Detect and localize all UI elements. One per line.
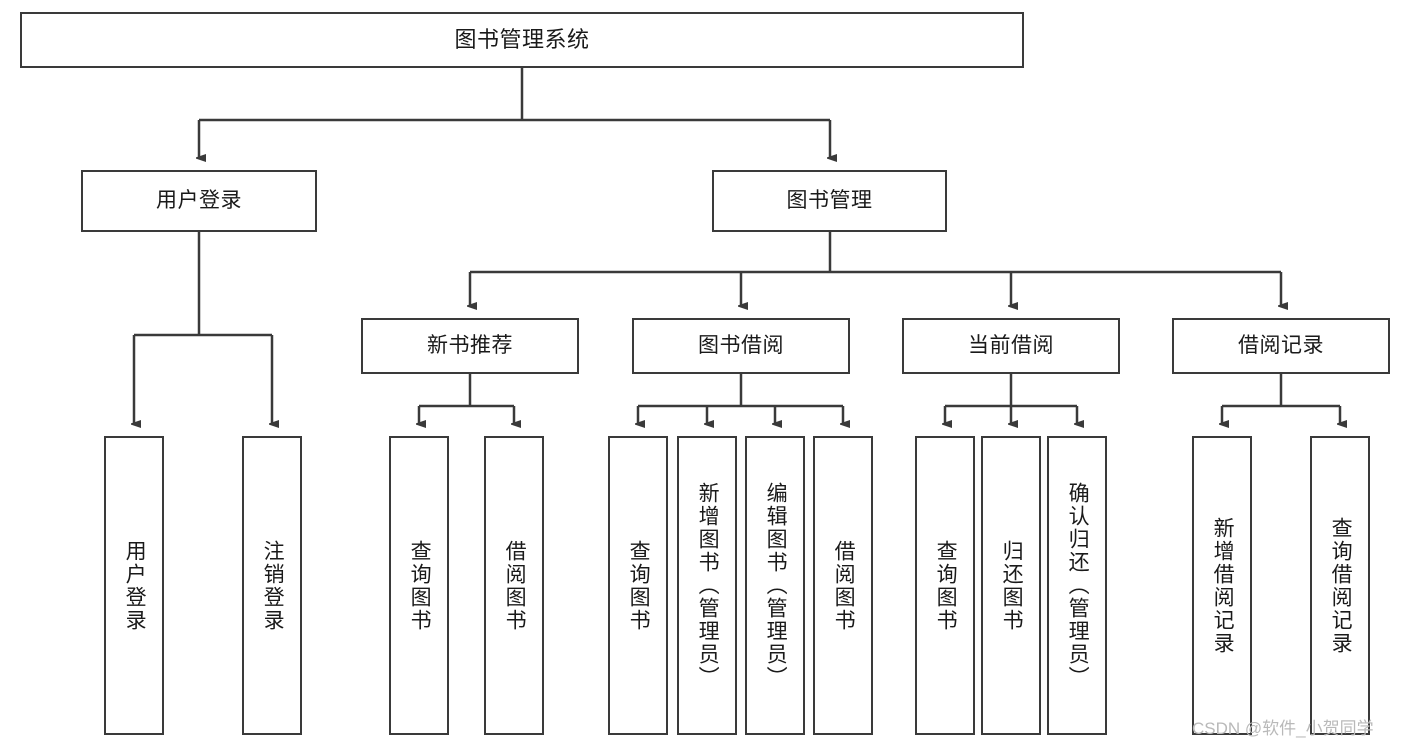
node-leaf-user-login[interactable]: 用户登录 xyxy=(104,436,164,735)
node-leaf-add-book-label: 新增图书（管理员） xyxy=(696,482,720,689)
node-book-borrow-label: 图书借阅 xyxy=(698,334,784,358)
node-leaf-borrow-book-label: 借阅图书 xyxy=(832,539,856,632)
node-leaf-user-login-label: 用户登录 xyxy=(123,539,147,632)
node-book-manage-label: 图书管理 xyxy=(786,189,873,213)
node-leaf-query-book-borrow[interactable]: 查询图书 xyxy=(608,436,668,735)
node-leaf-add-record-label: 新增借阅记录 xyxy=(1211,516,1235,655)
node-leaf-add-record[interactable]: 新增借阅记录 xyxy=(1192,436,1252,735)
node-leaf-query-book-cur[interactable]: 查询图书 xyxy=(915,436,975,735)
node-leaf-confirm-return-label: 确认归还（管理员） xyxy=(1066,482,1090,689)
node-leaf-return-book-label: 归还图书 xyxy=(1000,539,1024,632)
node-borrow-record[interactable]: 借阅记录 xyxy=(1172,318,1390,374)
node-leaf-edit-book-label: 编辑图书（管理员） xyxy=(764,482,788,689)
node-current-borrow[interactable]: 当前借阅 xyxy=(902,318,1120,374)
node-current-borrow-label: 当前借阅 xyxy=(968,334,1054,358)
node-book-manage[interactable]: 图书管理 xyxy=(712,170,947,232)
node-user-login[interactable]: 用户登录 xyxy=(81,170,317,232)
node-leaf-confirm-return[interactable]: 确认归还（管理员） xyxy=(1047,436,1107,735)
node-leaf-query-record-label: 查询借阅记录 xyxy=(1329,516,1353,655)
node-leaf-return-book[interactable]: 归还图书 xyxy=(981,436,1041,735)
node-leaf-query-book-borrow-label: 查询图书 xyxy=(627,539,651,632)
node-leaf-add-book[interactable]: 新增图书（管理员） xyxy=(677,436,737,735)
node-leaf-logout[interactable]: 注销登录 xyxy=(242,436,302,735)
node-new-book-rec[interactable]: 新书推荐 xyxy=(361,318,579,374)
node-leaf-query-book-rec[interactable]: 查询图书 xyxy=(389,436,449,735)
node-leaf-borrow-book-rec-label: 借阅图书 xyxy=(503,539,527,632)
node-book-borrow[interactable]: 图书借阅 xyxy=(632,318,850,374)
node-leaf-borrow-book-rec[interactable]: 借阅图书 xyxy=(484,436,544,735)
node-leaf-edit-book[interactable]: 编辑图书（管理员） xyxy=(745,436,805,735)
node-leaf-borrow-book[interactable]: 借阅图书 xyxy=(813,436,873,735)
node-leaf-logout-label: 注销登录 xyxy=(261,539,285,632)
node-user-login-label: 用户登录 xyxy=(156,189,242,213)
node-leaf-query-record[interactable]: 查询借阅记录 xyxy=(1310,436,1370,735)
node-new-book-rec-label: 新书推荐 xyxy=(427,334,513,358)
node-leaf-query-book-rec-label: 查询图书 xyxy=(408,539,432,632)
node-root-label: 图书管理系统 xyxy=(454,26,590,52)
node-leaf-query-book-cur-label: 查询图书 xyxy=(934,539,958,632)
watermark: CSDN @软件_小贺同学 xyxy=(1192,719,1374,738)
node-borrow-record-label: 借阅记录 xyxy=(1238,334,1324,358)
node-root[interactable]: 图书管理系统 xyxy=(20,12,1024,68)
